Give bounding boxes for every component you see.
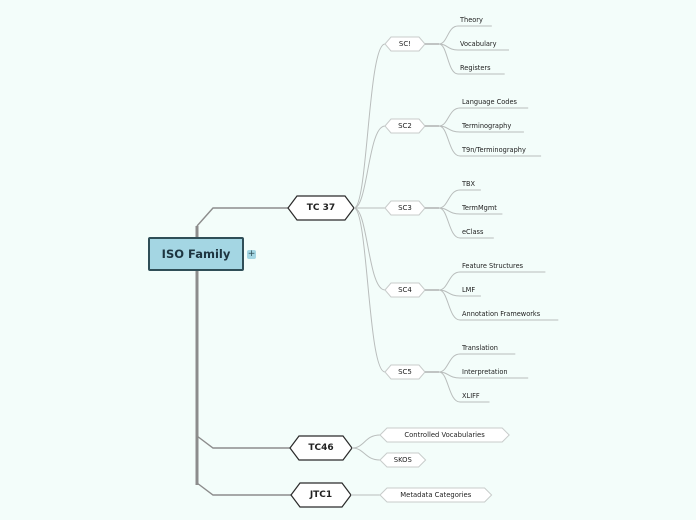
- leaf-termmgmt: TermMgmt: [461, 204, 497, 212]
- subtopic-label: SC3: [398, 204, 412, 212]
- connector-language-codes: [438, 107, 461, 127]
- subtopic-skos[interactable]: [379, 452, 427, 468]
- connector-tc-37: [196, 207, 288, 227]
- connector-t9n-terminography: [438, 125, 461, 157]
- leaf-lmf: LMF: [462, 286, 475, 294]
- connector-annotation-frameworks: [438, 289, 461, 321]
- root-node-label: ISO Family: [161, 247, 231, 261]
- connector-xliff: [438, 371, 461, 403]
- leaf-feature-structures: Feature Structures: [462, 262, 524, 270]
- leaf-language-codes: Language Codes: [462, 98, 518, 106]
- main-topic-label: JTC1: [309, 490, 332, 500]
- leaf-annotation-frameworks: Annotation Frameworks: [462, 310, 541, 318]
- connector-eclass: [438, 207, 461, 239]
- connector-theory: [438, 25, 459, 45]
- connector-jtc1: [196, 482, 291, 496]
- subtopic-controlled-vocabularies[interactable]: [379, 427, 510, 443]
- connector-skos: [351, 447, 381, 461]
- connector-translation: [438, 353, 461, 373]
- subtopic-label: SC2: [398, 122, 412, 130]
- connector-controlled-vocabularies: [351, 434, 381, 449]
- connector-sc4: [353, 207, 386, 291]
- leaf-translation: Translation: [461, 344, 498, 352]
- main-topic-label: TC 37: [307, 203, 335, 213]
- connector-sc: [353, 43, 386, 209]
- subtopic-label: SC!: [399, 40, 411, 48]
- main-topic-label: TC46: [308, 443, 333, 453]
- leaf-theory: Theory: [459, 16, 483, 24]
- leaf-t9n-terminography: T9n/Terminography: [461, 146, 526, 154]
- leaf-terminography: Terminography: [461, 122, 511, 130]
- subtopic-label: SC5: [398, 368, 412, 376]
- connector-tbx: [438, 189, 461, 209]
- subtopic-label: Metadata Categories: [400, 491, 471, 499]
- connector-feature-structures: [438, 271, 461, 291]
- leaf-eclass: eClass: [462, 228, 484, 236]
- leaf-xliff: XLIFF: [462, 392, 480, 400]
- leaf-registers: Registers: [460, 64, 491, 72]
- subtopic-label: SKOS: [394, 456, 412, 464]
- connector-tc46: [196, 435, 290, 449]
- subtopic-metadata-categories[interactable]: [379, 487, 493, 503]
- subtopic-label: Controlled Vocabularies: [404, 431, 485, 439]
- leaf-tbx: TBX: [461, 180, 476, 188]
- connector-registers: [438, 43, 459, 75]
- connector-sc2: [353, 125, 386, 209]
- leaf-interpretation: Interpretation: [462, 368, 508, 376]
- subtopic-label: SC4: [398, 286, 412, 294]
- leaf-vocabulary: Vocabulary: [460, 40, 497, 48]
- connector-sc5: [353, 207, 386, 373]
- root-node-iso-family[interactable]: ISO Family: [148, 237, 244, 271]
- expand-toggle-icon[interactable]: +: [247, 249, 256, 259]
